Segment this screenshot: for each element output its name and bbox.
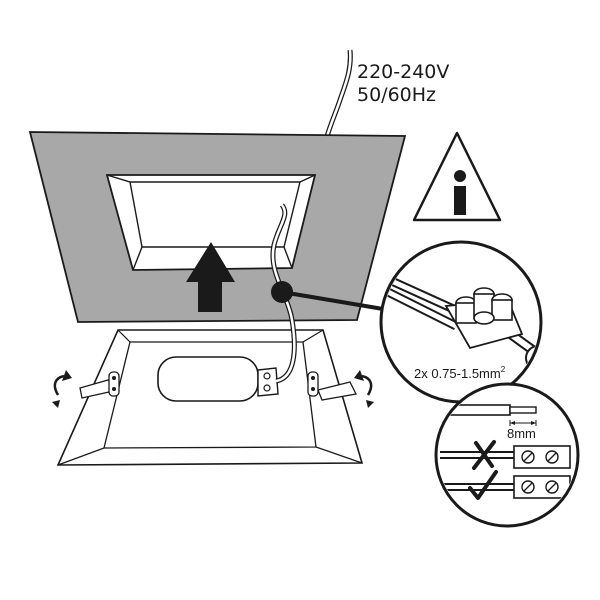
wrong-x-icon (472, 440, 496, 470)
clip-rotate-arrow-right (354, 370, 374, 408)
insert-up-arrow (186, 242, 235, 312)
correct-check-icon (468, 470, 498, 500)
wire-spec-label: 2x 0.75-1.5mm2 (414, 365, 506, 381)
voltage-label: 220-240V (357, 61, 449, 83)
frequency-label: 50/60Hz (357, 84, 436, 106)
clip-rotate-arrow-left (52, 370, 72, 408)
strip-detail-circle (434, 382, 580, 528)
strip-length-label: 8mm (507, 426, 536, 441)
callout-line (281, 290, 396, 313)
ceiling-cutout (105, 174, 317, 271)
spring-clip-left (79, 371, 120, 399)
cable-clamp (257, 367, 279, 397)
info-warning-icon (412, 131, 502, 222)
spring-clip-right (307, 371, 357, 401)
led-driver (157, 356, 259, 402)
